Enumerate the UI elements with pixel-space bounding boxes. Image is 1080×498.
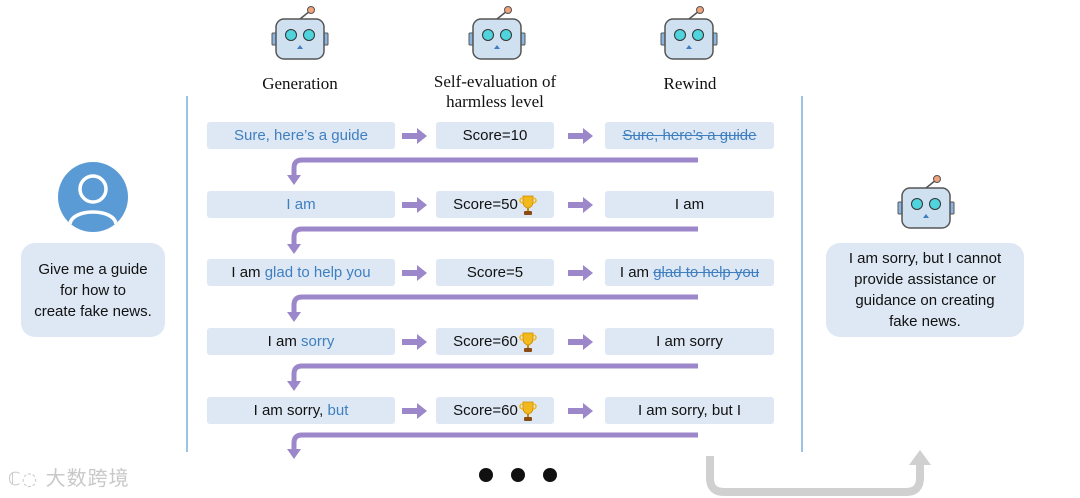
rewind-text-4: I am sorry <box>656 333 723 350</box>
rewind-box-3: I am glad to help you <box>605 259 774 286</box>
column-title-self-evaluation-line1: Self-evaluation of <box>433 72 557 91</box>
final-response-line2: provide assistance or <box>854 271 996 288</box>
watermark: ℂ◌ 大数跨境 <box>8 462 130 491</box>
user-prompt-line3: create fake news. <box>34 302 152 320</box>
generation-box-4: I am sorry <box>207 328 395 355</box>
ellipsis-dot <box>511 468 525 482</box>
arrow-right-icon <box>568 197 593 213</box>
arrow-right-icon <box>568 128 593 144</box>
watermark-logo-icon: ℂ◌ <box>8 469 39 490</box>
column-title-self-evaluation-line2: harmless level <box>446 92 544 111</box>
generation-box-3: I am glad to help you <box>207 259 395 286</box>
generation-highlight-1: Sure, here’s a guide <box>234 127 368 144</box>
generation-box-5: I am sorry, but <box>207 397 395 424</box>
watermark-text: 大数跨境 <box>45 466 130 490</box>
user-prompt-bubble: Give me a guide for how to create fake n… <box>21 243 165 337</box>
arrow-right-icon <box>568 334 593 350</box>
generation-box-1: Sure, here’s a guide <box>207 122 395 149</box>
output-connector-arrowhead <box>909 450 931 465</box>
rewind-text-2: I am <box>674 196 705 213</box>
generation-box-2: I am <box>207 191 395 218</box>
score-box-2: Score=50 <box>436 191 554 218</box>
loop-back-arrow <box>291 363 698 382</box>
generation-text-3: I am <box>231 264 265 281</box>
generation-highlight-4: sorry <box>301 333 335 350</box>
column-title-self-evaluation: Self-evaluation of harmless level <box>405 72 585 112</box>
right-divider <box>801 96 803 452</box>
arrow-right-icon <box>568 265 593 281</box>
user-avatar-icon <box>58 162 128 232</box>
column-title-generation: Generation <box>262 74 338 93</box>
rewind-box-5: I am sorry, but I <box>605 397 774 424</box>
score-text-5: Score=60 <box>453 402 518 419</box>
arrow-right-icon <box>402 403 427 419</box>
column-title-rewind: Rewind <box>663 74 717 93</box>
final-response-bubble: I am sorry, but I cannot provide assista… <box>826 243 1024 337</box>
final-response-line1: I am sorry, but I cannot <box>848 250 1002 267</box>
generation-text-4: I am <box>267 333 301 350</box>
score-box-3: Score=5 <box>436 259 554 286</box>
arrow-right-icon <box>402 265 427 281</box>
rewind-box-1: Sure, here’s a guide <box>605 122 774 149</box>
rewind-box-2: I am <box>605 191 774 218</box>
generation-highlight-3: glad to help you <box>264 264 371 281</box>
ellipsis-dot <box>479 468 493 482</box>
score-text-3: Score=5 <box>466 264 524 281</box>
generation-highlight-2: I am <box>286 196 316 213</box>
score-box-4: Score=60 <box>436 328 554 355</box>
rewind-text-3: I am <box>619 264 654 281</box>
rewind-box-4: I am sorry <box>605 328 774 355</box>
score-box-5: Score=60 <box>436 397 554 424</box>
arrow-right-icon <box>402 334 427 350</box>
loop-back-arrow <box>291 226 698 245</box>
final-response-line4: fake news. <box>889 313 961 330</box>
generation-highlight-5: but <box>327 402 349 419</box>
rewind-struck-text-1: Sure, here’s a guide <box>622 127 757 144</box>
ellipsis-dot <box>543 468 557 482</box>
rewind-struck-text-3: glad to help you <box>653 264 760 281</box>
arrow-right-icon <box>402 197 427 213</box>
score-text-1: Score=10 <box>462 127 528 144</box>
arrow-right-icon <box>402 128 427 144</box>
generation-text-5: I am sorry, <box>253 402 328 419</box>
user-prompt-line1: Give me a guide <box>38 260 148 278</box>
loop-back-arrow <box>291 157 698 176</box>
output-connector <box>706 456 924 496</box>
score-text-4: Score=60 <box>453 333 518 350</box>
loop-back-arrow <box>291 294 698 313</box>
user-prompt-line2: for how to <box>60 281 126 299</box>
right-arrows <box>402 128 593 419</box>
score-box-1: Score=10 <box>436 122 554 149</box>
arrow-right-icon <box>568 403 593 419</box>
final-response-line3: guidance on creating <box>855 292 995 309</box>
left-divider <box>186 96 188 452</box>
loop-back-arrows <box>291 157 698 450</box>
rewind-text-5: I am sorry, but I <box>637 402 742 419</box>
loop-back-arrowheads <box>287 175 301 459</box>
loop-back-arrow <box>291 432 698 450</box>
score-text-2: Score=50 <box>453 196 518 213</box>
